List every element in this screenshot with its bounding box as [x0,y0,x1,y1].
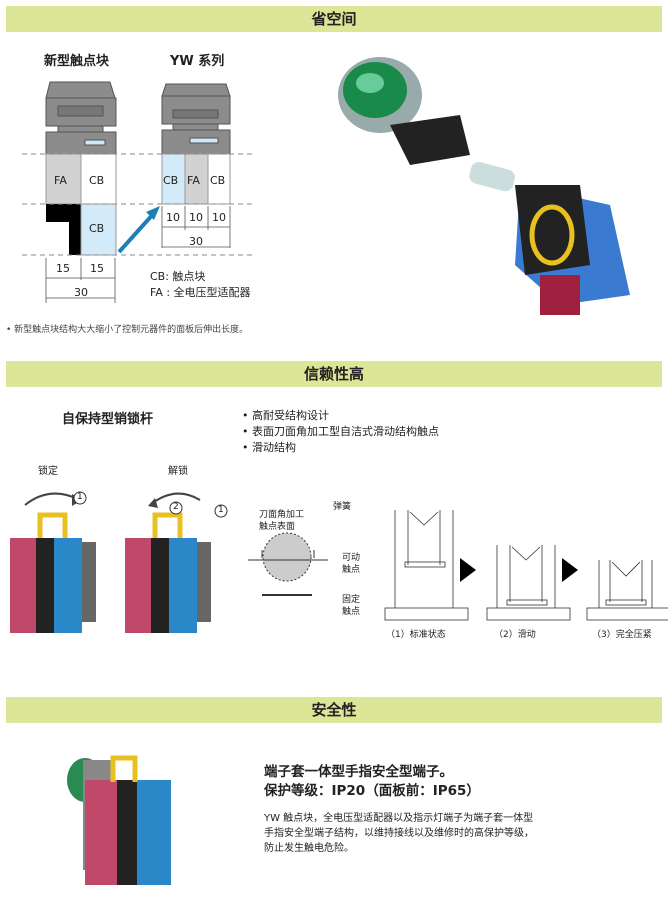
section-header-safety: 安全性 [6,697,662,723]
spring-label: 弹簧 [333,502,352,512]
surface-label: 刀面角加工 [259,510,305,520]
movable-label: 可动 [342,553,361,563]
dim-30: 30 [189,235,203,248]
cb-label: CB [89,174,105,187]
finger-safe-terminal-image [67,755,171,885]
new-contact-title: 新型触点块 [44,54,110,69]
fixed-label: 触点 [342,607,361,617]
safety-heading: 端子套一体型手指安全型端子。 [264,764,453,780]
feature-list: • 高耐受结构设计 • 表面刀面角加工型自洁式滑动结构触点 • 滑动结构 [242,408,439,456]
dim-15: 15 [90,262,104,275]
lock-unlock-images [10,491,228,633]
body-line: 手指安全型端子结构，以维持接线以及维修时的高保护等级， [264,828,534,839]
step-number: 1 [218,505,224,515]
dim-10: 10 [189,211,203,224]
dim-10: 10 [166,211,180,224]
feature-item: • 高耐受结构设计 [242,409,329,422]
self-hold-title: 自保持型销锁杆 [62,412,154,427]
step-label: （1）标准状态 [386,630,446,640]
surface-label: 触点表面 [259,522,296,532]
feature-item: • 滑动结构 [242,441,296,454]
dim-30: 30 [74,286,88,299]
feature-item: • 表面刀面角加工型自洁式滑动结构触点 [242,425,439,438]
cb-label: CB [210,174,226,187]
note-text: 新型触点块结构大大缩小了控制元器件的面板后伸出长度。 [14,325,249,335]
sliding-contact-diagram [248,510,668,621]
legend-fa: FA : 全电压型适配器 [150,286,251,299]
unlock-label: 解锁 [168,466,188,477]
step-label: （3）完全压紧 [592,630,652,640]
dim-15: 15 [56,262,70,275]
legend-cb: CB: 触点块 [150,270,206,283]
step-number: 1 [77,492,83,502]
step-label: （2）滑动 [494,630,536,640]
product-exploded-image [338,57,630,315]
lock-label: 锁定 [38,466,58,477]
body-line: YW 触点块，全电压型适配器以及指示灯端子为端子套一体型 [264,813,534,824]
step-number: 2 [173,502,179,512]
safety-body: YW 触点块，全电压型适配器以及指示灯端子为端子套一体型 手指安全型端子结构，以… [264,811,534,856]
yw-series-title: YW 系列 [170,54,225,69]
space-diagram [22,81,255,303]
dim-10: 10 [212,211,226,224]
movable-label: 触点 [342,565,361,575]
cb-label: CB [89,222,105,235]
fa-label: FA [54,174,67,187]
cb-label: CB [163,174,179,187]
section-header-space: 省空间 [6,6,662,32]
space-note: • 新型触点块结构大大缩小了控制元器件的面板后伸出长度。 [6,325,249,335]
fixed-label: 固定 [342,595,361,605]
body-line: 防止发生触电危险。 [264,843,354,854]
fa-label: FA [187,174,200,187]
safety-heading: 保护等级：IP20（面板前：IP65） [264,783,480,799]
section-header-reliability: 信赖性高 [6,361,662,387]
